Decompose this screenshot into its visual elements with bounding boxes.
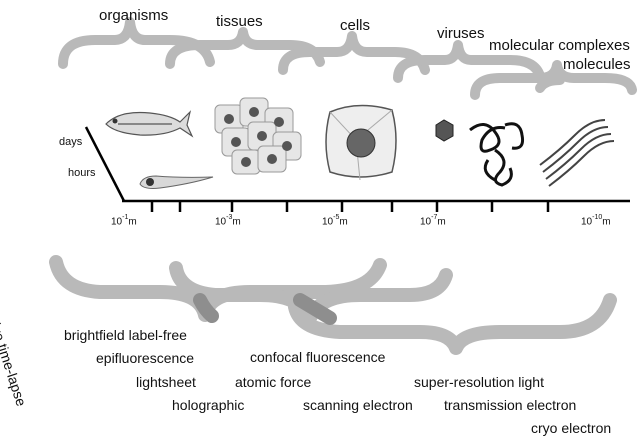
- label-brightfield: brightfield label-free: [64, 327, 187, 343]
- label-cells: cells: [340, 17, 371, 34]
- axes: [84, 126, 630, 212]
- label-atomic-force: atomic force: [235, 374, 312, 390]
- brace-tissues: [165, 27, 325, 69]
- label-viruses: viruses: [437, 25, 485, 42]
- time-axis-line: [84, 126, 126, 202]
- tissue-illustration: [214, 97, 302, 175]
- molecular-complex-illustration: [469, 122, 524, 187]
- label-organisms: organisms: [99, 7, 169, 24]
- label-hours: hours: [68, 167, 96, 179]
- label-tissues: tissues: [216, 13, 263, 30]
- label-confocal: confocal fluorescence: [250, 349, 386, 365]
- label-epifluorescence: epifluorescence: [96, 350, 195, 366]
- label-holographic: holographic: [172, 397, 245, 413]
- label-days: days: [59, 136, 83, 148]
- virus-illustration: [435, 119, 454, 142]
- tick-label-1e-10: 10-10m: [581, 214, 611, 228]
- label-lightsheet: lightsheet: [136, 374, 196, 390]
- scale-braces: [58, 17, 637, 100]
- cell-illustration: [325, 104, 397, 181]
- tick-label-1e-1: 10-1m: [111, 214, 137, 228]
- technique-overlap: [193, 293, 337, 325]
- tick-label-1e-7: 10-7m: [420, 214, 446, 228]
- brace-viruses: [393, 40, 545, 83]
- tick-label-1e-5: 10-5m: [322, 214, 348, 228]
- tick-label-1e-3: 10-3m: [215, 214, 241, 228]
- label-cryo-electron: cryo electron: [531, 420, 612, 436]
- brace-molecular-complexes: [470, 60, 637, 100]
- larva-fish-illustration: [139, 175, 214, 189]
- label-molecules: molecules: [563, 56, 631, 73]
- label-molecular-complexes: molecular complexes: [489, 37, 630, 54]
- brace-electron: [288, 293, 617, 355]
- brace-molecules: [535, 75, 565, 93]
- label-transmission-electron: transmission electron: [444, 397, 577, 413]
- label-scanning-electron: scanning electron: [303, 397, 413, 413]
- label-super-resolution: super-resolution light: [414, 374, 544, 390]
- adult-fish-illustration: [105, 110, 194, 138]
- molecule-illustration: [539, 119, 615, 187]
- brace-cells: [278, 31, 430, 75]
